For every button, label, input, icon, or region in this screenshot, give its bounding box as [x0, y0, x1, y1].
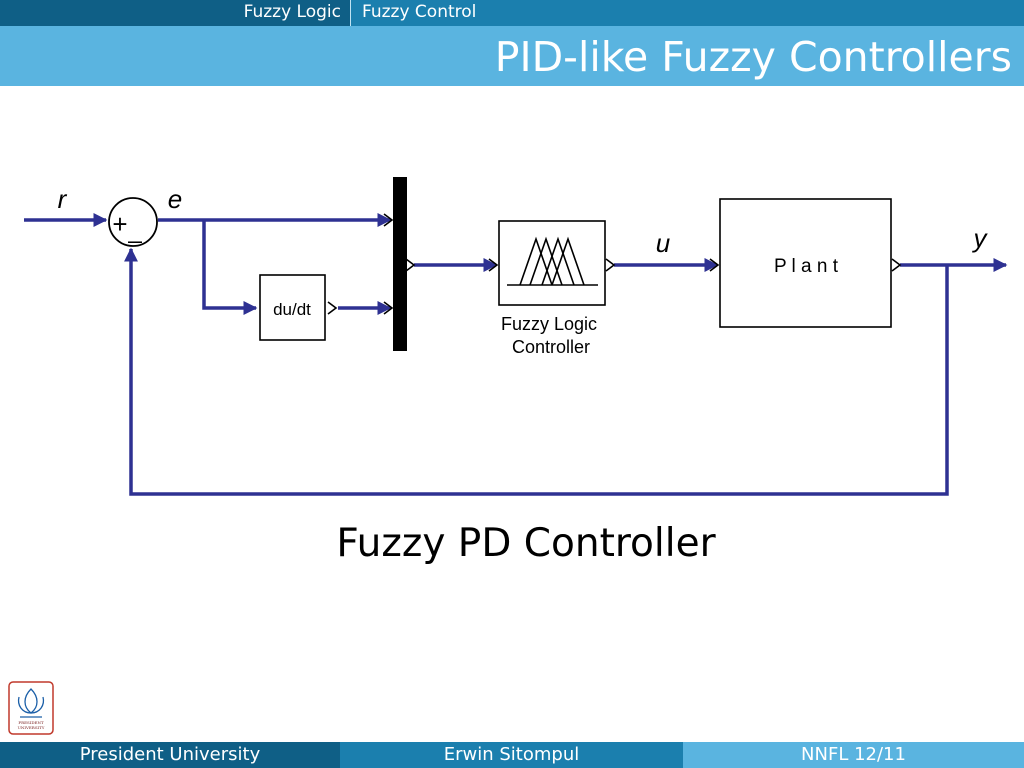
flc-label-line2: Controller	[512, 337, 590, 357]
nav-subsection-link[interactable]: Fuzzy Control	[362, 2, 477, 22]
slide-title: PID-like Fuzzy Controllers	[494, 33, 1012, 81]
nav-section-bg	[0, 0, 351, 26]
university-logo: PRESIDENT UNIVERSITY	[8, 681, 54, 735]
mux-output-port	[405, 258, 416, 272]
flc-output-port	[605, 258, 616, 272]
derivative-label: du/dt	[273, 300, 311, 319]
membership-functions-icon	[507, 236, 598, 286]
derivative-output-port	[327, 301, 338, 315]
mux-bar	[393, 177, 407, 351]
flc-label-line1: Fuzzy Logic	[501, 314, 597, 334]
fuzzy-logic-controller-block	[498, 220, 606, 306]
title-bar: PID-like Fuzzy Controllers	[0, 26, 1024, 86]
feedback-line	[124, 247, 949, 496]
signal-e-label: e	[168, 184, 182, 214]
logo-text-line2: UNIVERSITY	[18, 725, 45, 730]
fuzzy-pd-block-diagram: + _ du/dt Fuzzy Logic Controller P l a n…	[24, 177, 1008, 566]
flc-input-port	[488, 258, 499, 272]
mux-input-port-2	[383, 301, 394, 315]
mux-input-port-1	[383, 213, 394, 227]
error-to-derivative-line	[202, 220, 258, 315]
plant-input-port	[709, 258, 720, 272]
derivative-block	[259, 274, 326, 341]
nav-section-link[interactable]: Fuzzy Logic	[243, 2, 341, 22]
signal-u-label: u	[656, 228, 670, 258]
footer-institution: President University	[0, 742, 340, 768]
nav-bar: Fuzzy Logic Fuzzy Control	[0, 0, 1024, 26]
footer-author: Erwin Sitompul	[340, 742, 683, 768]
signal-y-label: y	[972, 223, 989, 253]
footer-page-number: NNFL 12/11	[683, 742, 1024, 768]
plant-label: P l a n t	[774, 256, 839, 277]
plant-output-port	[891, 258, 902, 272]
sum-minus-sign: _	[127, 217, 142, 244]
summing-junction	[108, 197, 158, 247]
plant-block	[719, 198, 892, 328]
logo-text-line1: PRESIDENT	[18, 720, 44, 725]
footer-bar: President University Erwin Sitompul NNFL…	[0, 742, 1024, 768]
diagram-caption: Fuzzy PD Controller	[336, 521, 716, 566]
sum-plus-sign: +	[112, 209, 127, 239]
nav-separator	[350, 0, 351, 26]
signal-r-label: r	[58, 184, 68, 214]
